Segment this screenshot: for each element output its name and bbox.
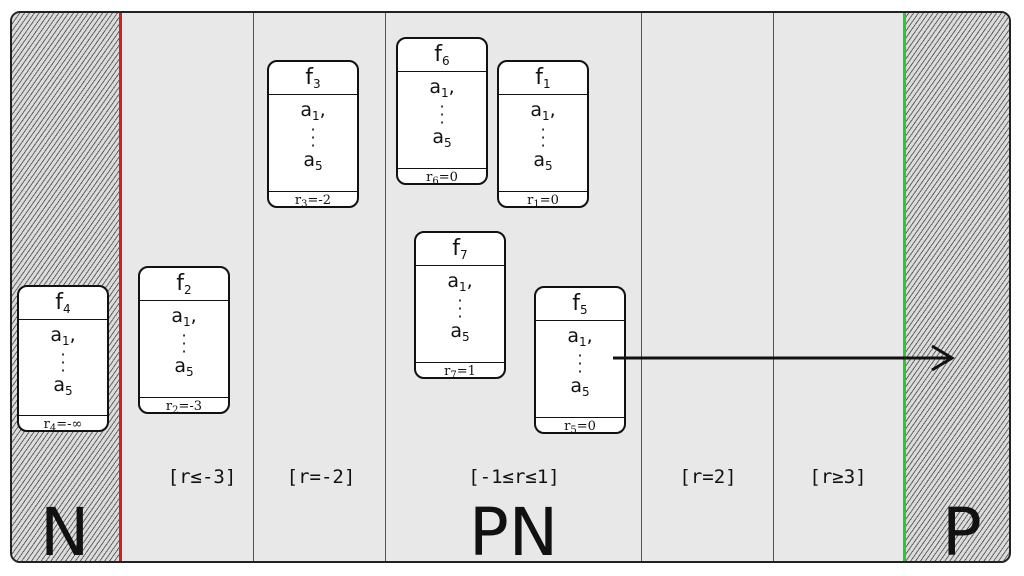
- card-rank: r7=1: [416, 362, 504, 381]
- range-label-between: [-1≤r≤1]: [468, 466, 560, 488]
- card-last-item: a5: [303, 149, 323, 173]
- card-rank: r3=-2: [269, 191, 357, 210]
- card-first-item: a1,: [50, 324, 76, 348]
- card-body: a1,···a5: [269, 95, 357, 191]
- card-ellipsis: ···: [540, 120, 546, 155]
- divider-3: [641, 13, 642, 561]
- card-rank: r5=0: [536, 417, 624, 436]
- card-body: a1,···a5: [499, 95, 587, 191]
- card-ellipsis: ···: [457, 291, 463, 326]
- card-rank: r2=-3: [140, 397, 228, 416]
- card-rank: r6=0: [398, 168, 486, 187]
- card-rank: r1=0: [499, 191, 587, 210]
- card-ellipsis: ···: [181, 326, 187, 361]
- card-title: f4: [19, 287, 107, 320]
- card-first-item: a1,: [171, 305, 197, 329]
- range-label-eq-2: [r=2]: [679, 466, 737, 488]
- card-first-item: a1,: [530, 99, 556, 123]
- card-title: f6: [398, 39, 486, 72]
- card-last-item: a5: [533, 149, 553, 173]
- p-label: P: [942, 494, 982, 563]
- pn-label: PN: [469, 494, 559, 563]
- p-zone: [906, 13, 1009, 561]
- card-title: f2: [140, 268, 228, 301]
- card-body: a1,···a5: [416, 266, 504, 362]
- card-rank: r4=-∞: [19, 415, 107, 434]
- range-label-eq-minus2: [r=-2]: [286, 466, 356, 488]
- card-body: a1,···a5: [536, 321, 624, 417]
- card-title: f5: [536, 288, 624, 321]
- card-ellipsis: ···: [439, 97, 445, 132]
- divider-4: [773, 13, 774, 561]
- card-title: f1: [499, 62, 587, 95]
- card-body: a1,···a5: [19, 320, 107, 415]
- divider-1: [253, 13, 254, 561]
- divider-2: [385, 13, 386, 561]
- card-last-item: a5: [570, 375, 590, 399]
- card-last-item: a5: [432, 126, 452, 150]
- card-first-item: a1,: [447, 270, 473, 294]
- range-label-le-minus3: [r≤-3]: [167, 466, 237, 488]
- card-last-item: a5: [450, 320, 470, 344]
- card-title: f3: [269, 62, 357, 95]
- card-first-item: a1,: [300, 99, 326, 123]
- p-boundary-line: [903, 13, 906, 561]
- range-label-ge-3: [r≥3]: [809, 466, 867, 488]
- card-body: a1,···a5: [398, 72, 486, 168]
- card-last-item: a5: [174, 355, 194, 379]
- card-ellipsis: ···: [310, 120, 316, 155]
- n-label: N: [40, 494, 90, 563]
- card-last-item: a5: [53, 374, 73, 398]
- card-first-item: a1,: [567, 325, 593, 349]
- n-boundary-line: [119, 13, 122, 561]
- card-title: f7: [416, 233, 504, 266]
- card-ellipsis: ···: [60, 345, 66, 380]
- card-body: a1,···a5: [140, 301, 228, 397]
- card-ellipsis: ···: [577, 346, 583, 381]
- card-first-item: a1,: [429, 76, 455, 100]
